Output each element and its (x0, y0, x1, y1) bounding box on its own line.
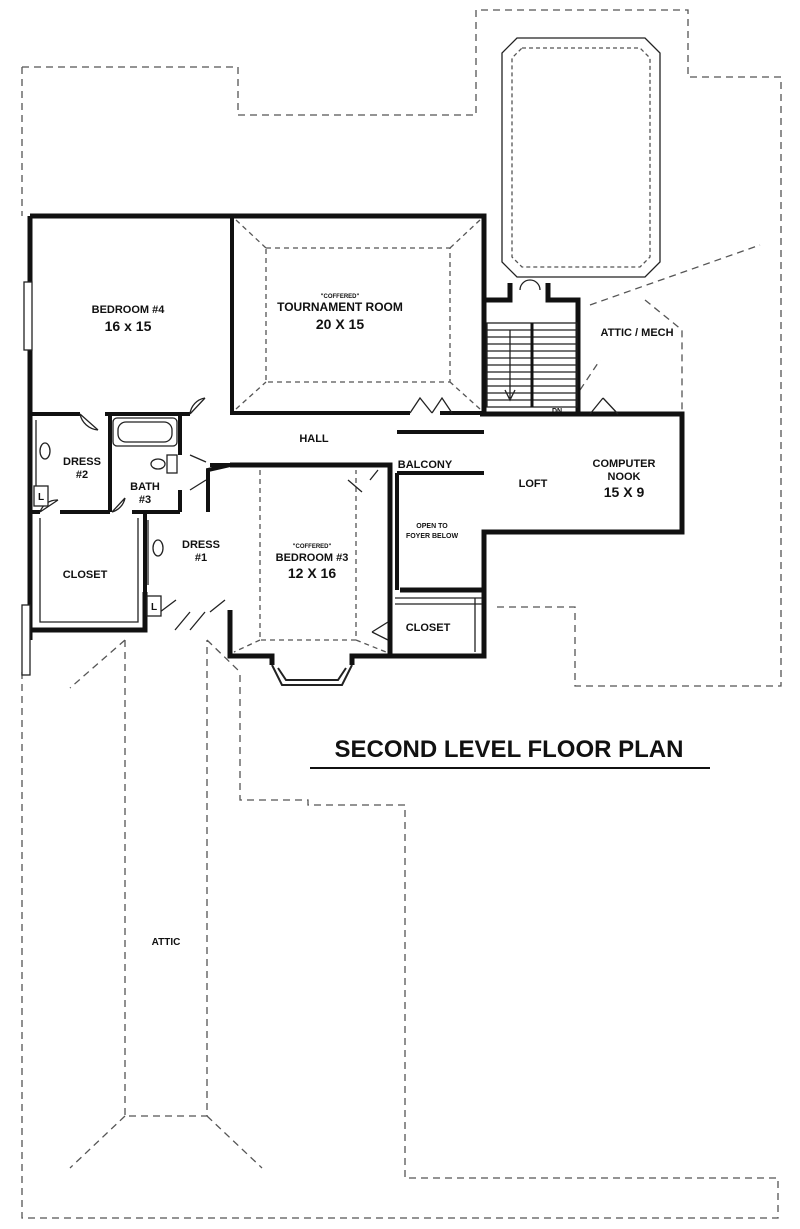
linen-box-1 (33, 485, 49, 507)
attic-hip-lines (69, 639, 263, 1169)
open-foyer-line2: FOYER BELOW (406, 533, 459, 540)
stairs (486, 279, 578, 408)
computer-nook-line2: NOOK (608, 471, 641, 483)
bedroom4-size: 16 x 15 (105, 318, 152, 334)
attic-mech-label: ATTIC / MECH (600, 327, 673, 339)
toilet (150, 458, 166, 470)
tournament-size: 20 X 15 (316, 316, 364, 332)
bath3-label: BATH (130, 481, 160, 493)
roof-coffer-outer (501, 37, 661, 278)
plan-title: SECOND LEVEL FLOOR PLAN (335, 736, 684, 763)
roof-coffer-inner (511, 47, 651, 268)
sink-left (39, 442, 51, 460)
linen-mark-1: L (38, 492, 44, 503)
bathtub-inner (117, 421, 173, 443)
west-window-low (21, 604, 31, 676)
bathtub (112, 417, 178, 447)
tournament-note: "COFFERED" (321, 294, 360, 300)
linen-mark-2: L (151, 602, 157, 613)
bedroom3-wall (227, 462, 393, 665)
dress1-label: DRESS (182, 539, 220, 551)
balcony-walls (395, 430, 484, 590)
vanity (166, 454, 178, 474)
loft-label: LOFT (519, 478, 548, 490)
dress2-label: DRESS (63, 456, 101, 468)
bath-walls (60, 414, 182, 514)
hall-label: HALL (299, 433, 329, 445)
attic-label: ATTIC (152, 937, 181, 948)
attic-mech-hip (579, 244, 761, 414)
dress1-num: #1 (195, 552, 207, 564)
linen-box-2 (146, 595, 162, 617)
closet-right-label: CLOSET (406, 622, 451, 634)
tournament-coffer (235, 219, 481, 410)
open-foyer-line1: OPEN TO (416, 523, 448, 530)
west-window (23, 281, 33, 351)
bedroom3-label: BEDROOM #3 (276, 552, 349, 564)
dress2-num: #2 (76, 469, 88, 481)
loft-wall (400, 411, 685, 593)
roof-outline-left (22, 9, 782, 687)
balcony-label: BALCONY (398, 459, 453, 471)
closet-left-label: CLOSET (63, 569, 108, 581)
bedroom3-coffer (233, 470, 387, 653)
computer-nook-line1: COMPUTER (593, 458, 656, 470)
roof-outline-bottom (21, 672, 779, 1219)
computer-nook-size: 15 X 9 (604, 484, 645, 500)
tournament-room-walls (230, 216, 484, 415)
bath3-num: #3 (139, 494, 151, 506)
exterior-wall-loft (484, 283, 581, 414)
bedroom4-label: BEDROOM #4 (92, 304, 166, 316)
sink-dress1 (152, 539, 164, 557)
bedroom3-note: "COFFERED" (293, 544, 332, 550)
closet-left-wall (30, 592, 148, 633)
stair-down-mark: DN (552, 408, 562, 415)
bay-window (271, 664, 353, 686)
tournament-label: TOURNAMENT ROOM (277, 300, 403, 314)
closet-shelves (39, 518, 482, 652)
bedroom3-size: 12 X 16 (288, 565, 336, 581)
